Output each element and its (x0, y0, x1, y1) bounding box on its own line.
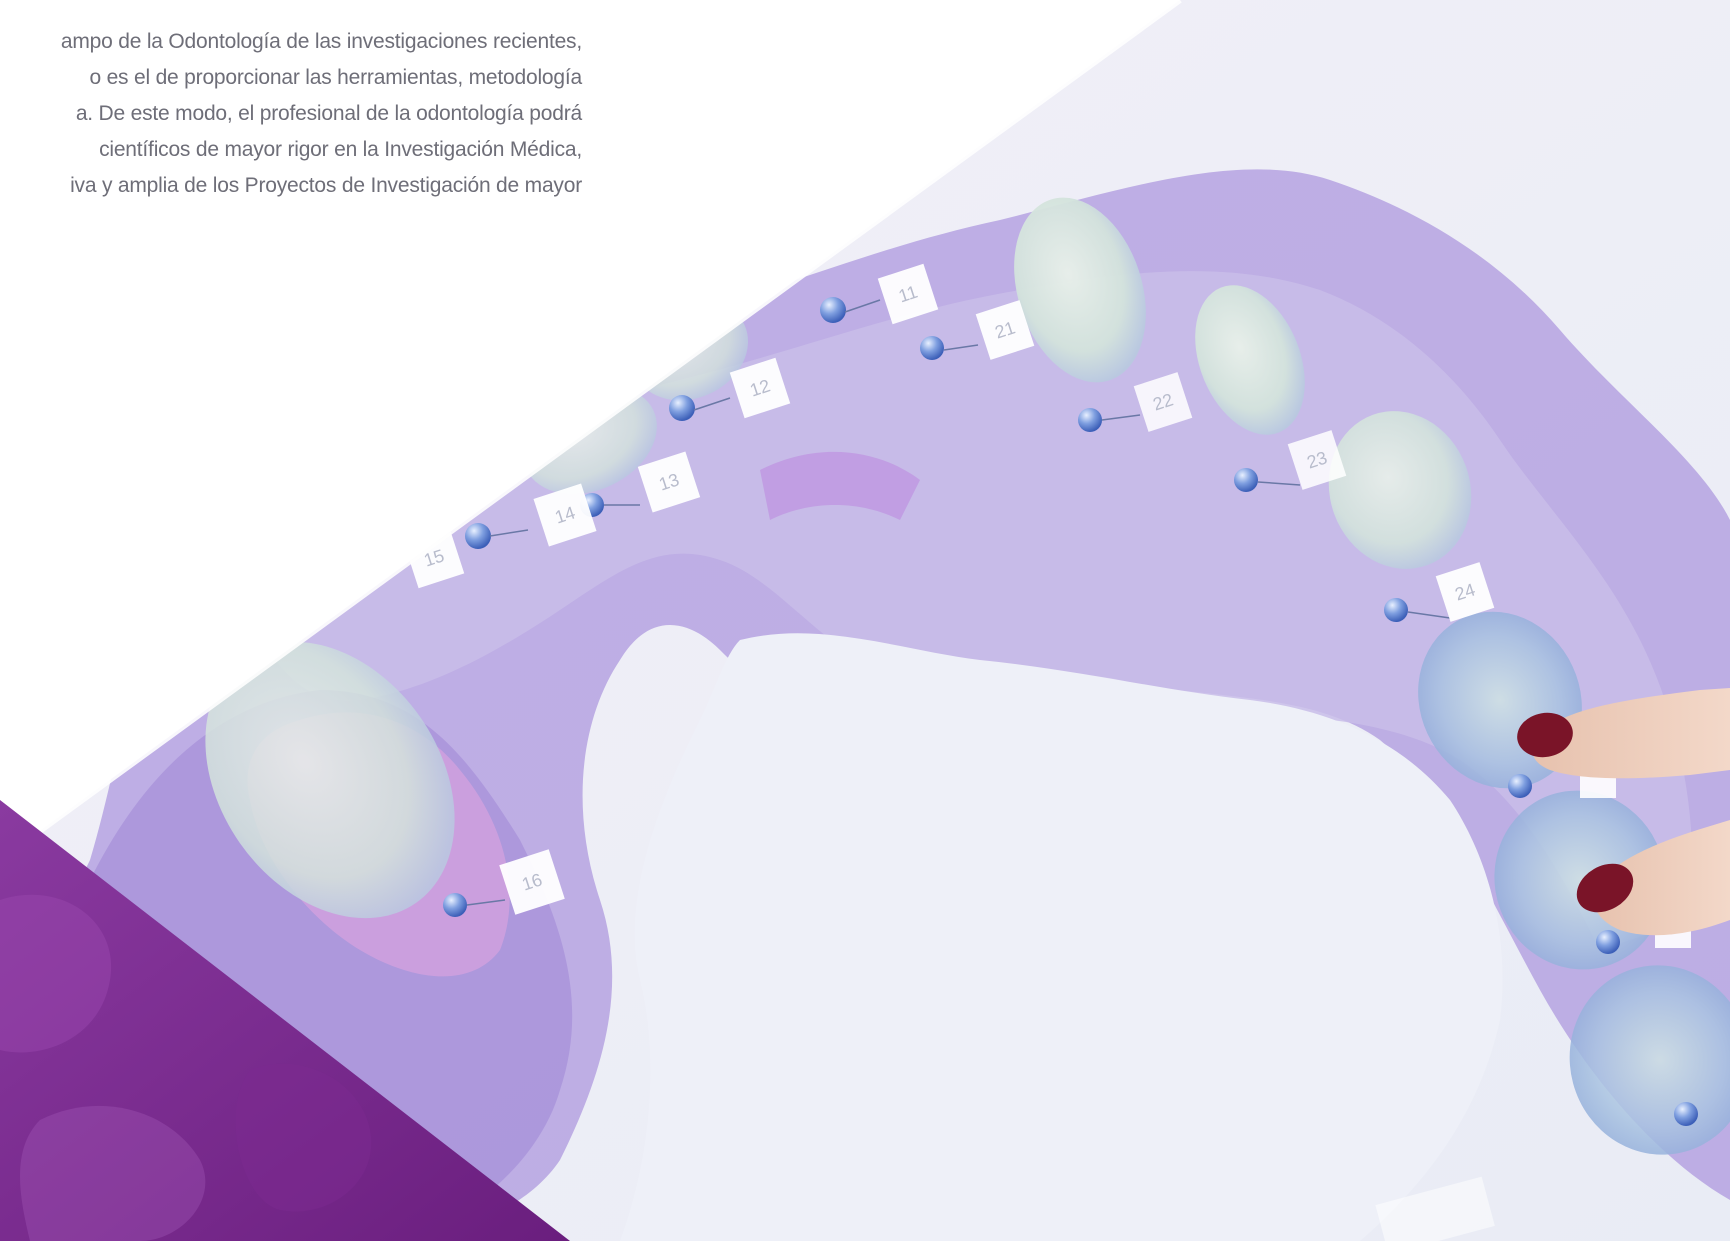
tooth-marker-11: 11 (820, 263, 939, 325)
intro-paragraph: ampo de la Odontología de las investigac… (0, 24, 582, 204)
tooth-marker-14: 14 (465, 483, 597, 549)
tooth-marker-24: 24 (1384, 562, 1495, 622)
hand-image (1517, 688, 1730, 936)
tooth-marker-21: 21 (920, 300, 1035, 360)
intro-line: iva y amplia de los Proyectos de Investi… (70, 174, 582, 197)
intro-line: a. De este modo, el profesional de la od… (75, 102, 582, 125)
tooth-marker-22: 22 (1078, 372, 1193, 432)
tooth-marker-16: 16 (443, 849, 565, 917)
tooth-marker-12: 12 (669, 357, 791, 421)
marker-label: 11 (896, 282, 920, 307)
intro-line: o es el de proporcionar las herramientas… (89, 66, 582, 89)
intro-line: científicos de mayor rigor en la Investi… (99, 138, 582, 161)
intro-line: ampo de la Odontología de las investigac… (60, 30, 582, 53)
tooth-marker-23: 23 (1234, 430, 1347, 492)
